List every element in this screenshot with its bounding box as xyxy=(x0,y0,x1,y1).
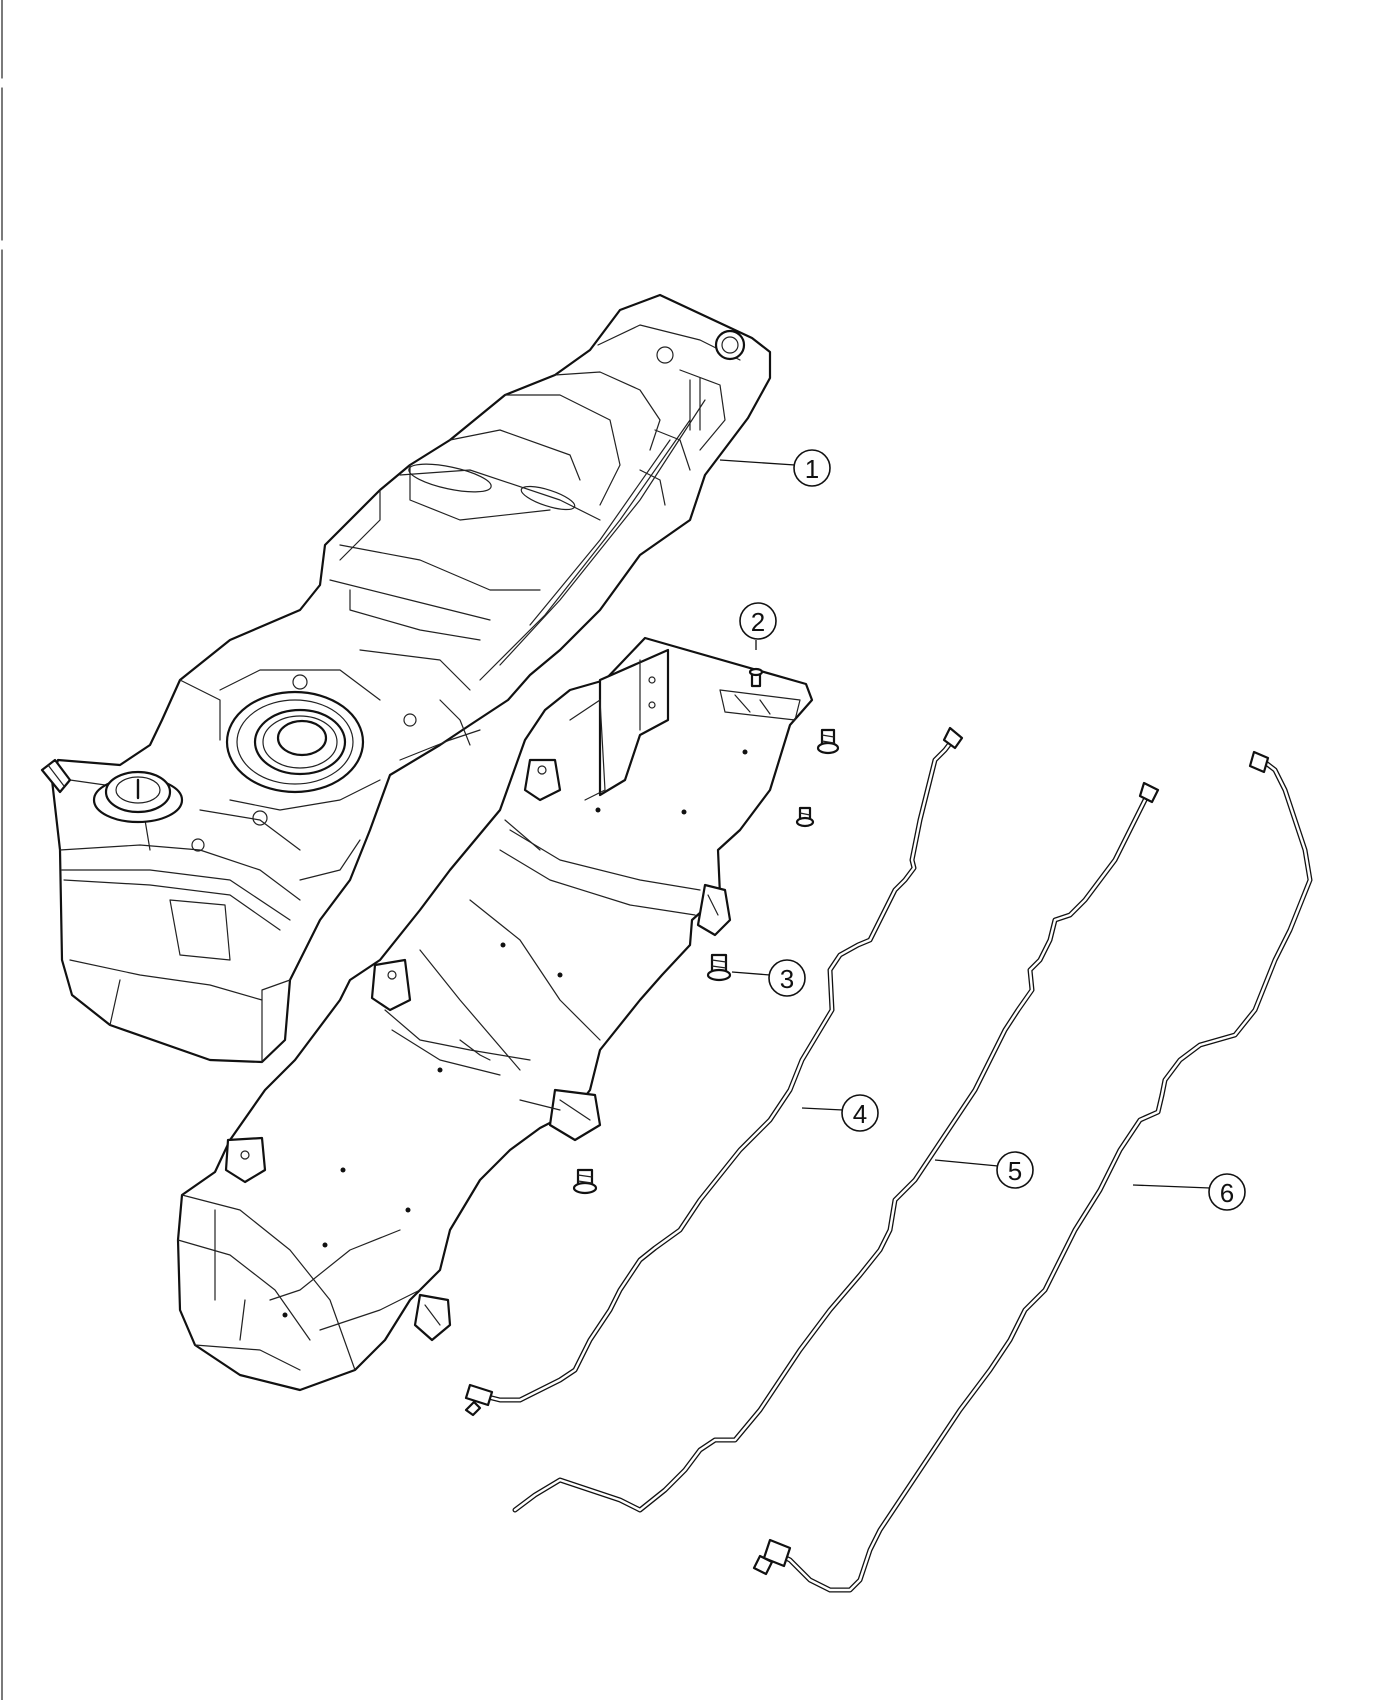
callout-6: 6 xyxy=(1132,1173,1246,1211)
callout-2: 2 xyxy=(739,602,777,650)
callout-3-label: 3 xyxy=(780,964,794,994)
callout-4-label: 4 xyxy=(853,1099,867,1129)
callout-5-circle xyxy=(996,1151,1034,1189)
fuel-line-part-5 xyxy=(512,781,1160,1513)
callout-1-circle xyxy=(793,449,831,487)
fuel-line-part-6 xyxy=(752,750,1313,1593)
fuel-line-part-4 xyxy=(464,726,964,1417)
callout-2-circle xyxy=(739,602,777,640)
fastener-2 xyxy=(816,728,840,755)
skid-plate xyxy=(176,636,814,1392)
fuel-tank xyxy=(40,293,772,1064)
callout-4: 4 xyxy=(801,1094,879,1132)
callout-4-circle xyxy=(841,1094,879,1132)
fastener-1 xyxy=(706,953,732,982)
callout-2-label: 2 xyxy=(751,607,765,637)
callout-1-label: 1 xyxy=(805,454,819,484)
fastener-3 xyxy=(795,806,815,828)
callout-5: 5 xyxy=(934,1151,1034,1189)
callout-3: 3 xyxy=(731,959,806,997)
callout-6-circle xyxy=(1208,1173,1246,1211)
fastener-4 xyxy=(572,1168,598,1195)
callout-3-circle xyxy=(768,959,806,997)
bolt-part-2 xyxy=(748,667,764,688)
fasteners-part-3 xyxy=(572,728,840,1195)
callout-1: 1 xyxy=(719,449,831,487)
callout-5-label: 5 xyxy=(1008,1156,1022,1186)
callout-6-label: 6 xyxy=(1220,1178,1234,1208)
